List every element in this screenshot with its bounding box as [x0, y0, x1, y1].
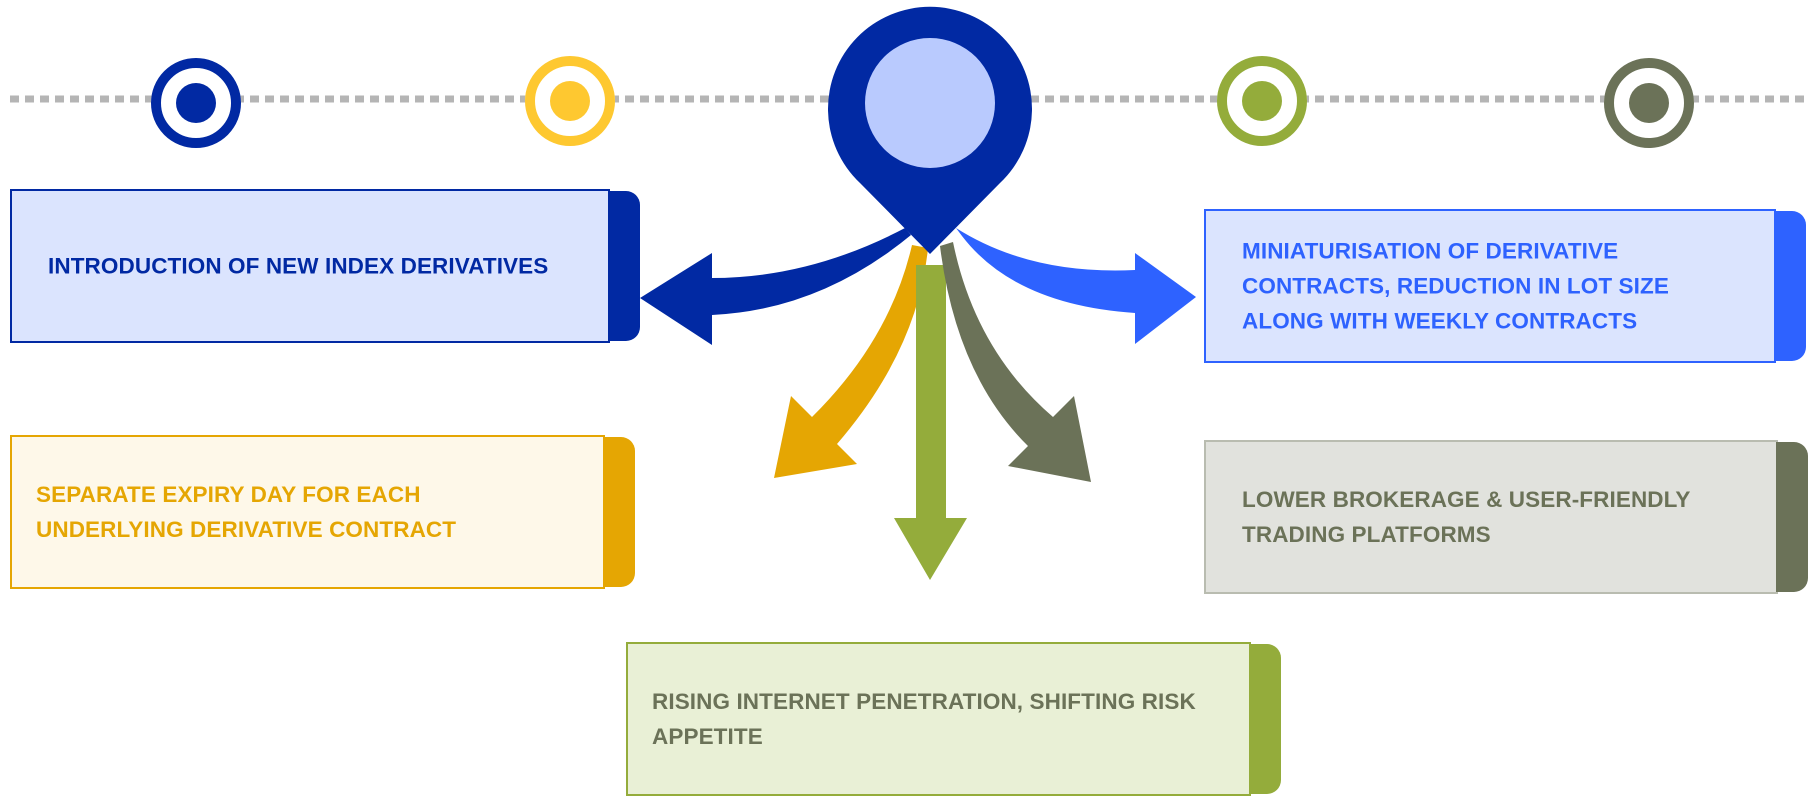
box-separate-expiry: SEPARATE EXPIRY DAY FOR EACH UNDERLYING … [10, 435, 635, 589]
box-internet-penetration: RISING INTERNET PENETRATION, SHIFTING RI… [626, 642, 1281, 796]
box-tab [608, 191, 640, 341]
location-pin-icon [828, 6, 1033, 254]
box-text: SEPARATE EXPIRY DAY FOR EACH UNDERLYING … [36, 482, 457, 542]
arrow-down-right-olive [940, 242, 1091, 482]
box-lower-brokerage: LOWER BROKERAGE & USER-FRIENDLY TRADING … [1204, 440, 1808, 594]
box-tab [1776, 442, 1808, 592]
box-text: RISING INTERNET PENETRATION, SHIFTING RI… [652, 689, 1196, 749]
timeline-marker-yellow [525, 56, 615, 146]
box-text: LOWER BROKERAGE & USER-FRIENDLY TRADING … [1242, 487, 1691, 547]
box-index-derivatives: INTRODUCTION OF NEW INDEX DERIVATIVES [10, 189, 640, 343]
box-miniaturisation: MINIATURISATION OF DERIVATIVE CONTRACTS,… [1204, 209, 1806, 363]
arrow-down-green [894, 265, 967, 580]
timeline-marker-olive [1604, 58, 1694, 148]
arrow-left-navy [640, 228, 911, 345]
timeline-marker-green [1217, 56, 1307, 146]
arrow-down-left-mustard [774, 245, 928, 478]
box-tab [1774, 211, 1806, 361]
box-text: INTRODUCTION OF NEW INDEX DERIVATIVES [48, 253, 549, 279]
box-text: MINIATURISATION OF DERIVATIVE CONTRACTS,… [1242, 238, 1669, 334]
arrow-right-blue [956, 228, 1196, 344]
box-tab [603, 437, 635, 587]
timeline-marker-navy [151, 58, 241, 148]
box-tab [1249, 644, 1281, 794]
